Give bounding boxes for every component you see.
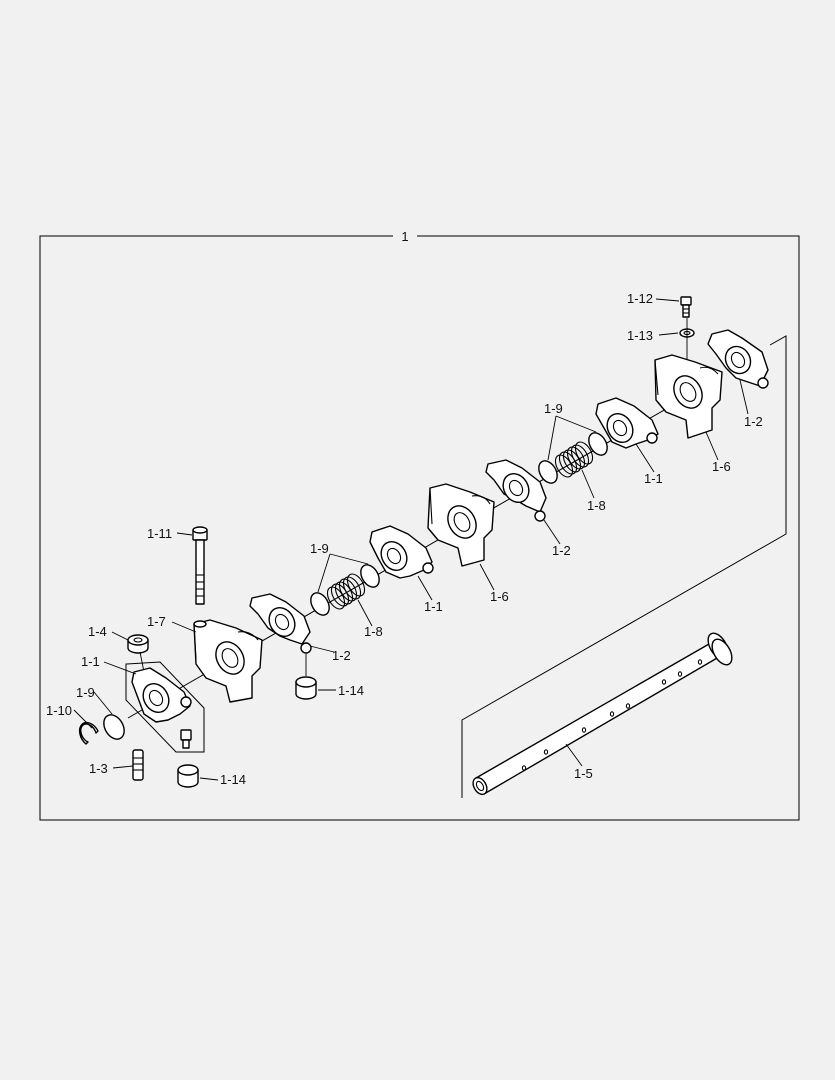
- adjusting-screw-1-3: [132, 749, 144, 781]
- rocker-arm-1-1-center: [369, 525, 434, 579]
- shaft-subframe: [461, 335, 787, 798]
- callout-1-8-right: 1-8: [587, 498, 606, 513]
- callout-1-6-center: 1-6: [490, 589, 509, 604]
- callout-1-14-center: 1-14: [338, 683, 364, 698]
- rocker-arm-1-1-right: [595, 397, 659, 449]
- assembly-frame: [39, 235, 800, 821]
- nut-guide-line: [139, 651, 145, 673]
- callout-1-13: 1-13: [627, 328, 653, 343]
- callout-1-5: 1-5: [574, 766, 593, 781]
- callout-1-1-right: 1-1: [644, 471, 663, 486]
- callout-1-2-center: 1-2: [552, 543, 571, 558]
- spring-1-8-left: [326, 573, 366, 610]
- washer-1-9-inset: [103, 714, 125, 740]
- callout-1-10: 1-10: [46, 703, 72, 718]
- rocker-arm-1-1-inset: [131, 667, 192, 749]
- rocker-support-1-6-center: [427, 483, 495, 567]
- bolt-1-11: [192, 526, 208, 605]
- callout-1-2-right: 1-2: [744, 414, 763, 429]
- callout-1-14-bottom: 1-14: [220, 772, 246, 787]
- snap-ring-1-10: [78, 721, 99, 745]
- callout-1-2-left: 1-2: [332, 648, 351, 663]
- washer-1-9-left-a: [310, 592, 330, 616]
- callout-1-9-right: 1-9: [544, 401, 563, 416]
- callout-1-1-inset: 1-1: [81, 654, 100, 669]
- spring-1-8-right: [554, 441, 594, 478]
- callout-1-6-right: 1-6: [712, 459, 731, 474]
- washer-1-9-right-b: [588, 432, 608, 456]
- cap-1-14-center: [295, 676, 317, 700]
- cap-1-14-bottom: [177, 764, 199, 788]
- rocker-arm-1-2-center: [485, 459, 547, 522]
- callout-1-9-left: 1-9: [310, 541, 329, 556]
- callout-1-8-left: 1-8: [364, 624, 383, 639]
- nut-1-4: [127, 634, 149, 654]
- callout-1-11: 1-11: [147, 526, 172, 541]
- rocker-support-1-7: [193, 619, 263, 703]
- callout-1-4: 1-4: [88, 624, 107, 639]
- rocker-arm-1-2-right: [707, 329, 769, 389]
- callout-1-9-inset: 1-9: [76, 685, 95, 700]
- callout-1-3: 1-3: [89, 761, 108, 776]
- washer-1-9-right-a: [538, 460, 558, 484]
- assembly-label: 1: [401, 229, 408, 244]
- washer-1-9-left-b: [360, 564, 380, 588]
- callout-1-12: 1-12: [627, 291, 653, 306]
- rocker-arm-1-2-left: [249, 593, 312, 654]
- rocker-support-1-6-right: [654, 354, 723, 439]
- callout-1-1-center: 1-1: [424, 599, 443, 614]
- callout-1-7: 1-7: [147, 614, 166, 629]
- leader-lines: [73, 298, 749, 781]
- inset-box-left: [125, 661, 205, 753]
- rocker-shaft-1-5: [472, 632, 733, 796]
- screw-1-12: [680, 296, 692, 318]
